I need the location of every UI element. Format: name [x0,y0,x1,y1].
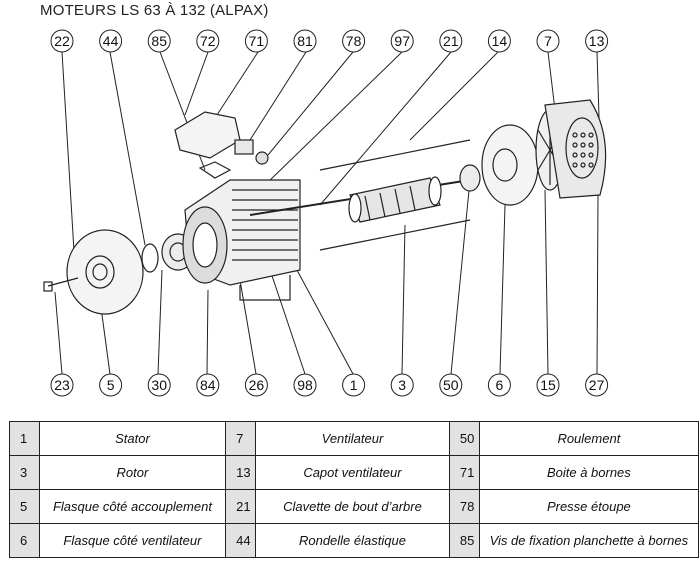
legend-part-number: 13 [225,455,257,490]
callout-circle [50,29,74,53]
callout-number: 6 [496,377,504,393]
callout-circle [99,29,123,53]
callout-circle [585,29,609,53]
callout-circle [390,29,414,53]
legend-part-label: Presse étoupe [478,489,699,524]
callout-number: 13 [589,33,605,49]
callout-circle [390,373,414,397]
legend-part-number: 3 [9,455,40,490]
callout-number: 7 [544,33,552,49]
rotor-shape [249,176,471,223]
callout-number: 23 [54,377,70,393]
legend-part-label: Rondelle élastique [255,523,450,558]
callout-number: 1 [350,377,358,393]
callout-circle [487,373,511,397]
tie-rod-lower [319,219,471,251]
legend-part-number: 7 [225,421,257,456]
callout-number: 30 [151,377,167,393]
callout-circle [536,373,560,397]
legend-part-label: Ventilateur [255,421,450,456]
legend-part-number: 50 [448,421,480,456]
legend-part-number: 85 [448,523,480,558]
callout-number: 72 [200,33,216,49]
callout-circle [342,373,366,397]
callout-number: 50 [443,377,459,393]
legend-part-label: Boite à bornes [478,455,699,490]
rear-bearing-shape [459,164,481,192]
tie-rod-upper [319,139,471,171]
callout-circle [147,29,171,53]
callout-circle [536,29,560,53]
callout-number: 22 [54,33,70,49]
callout-number: 27 [589,377,605,393]
callout-number: 98 [297,377,313,393]
legend-part-number: 78 [448,489,480,524]
callout-number: 97 [394,33,410,49]
callout-circle [293,29,317,53]
rear-flange-shape [481,124,539,206]
legend-part-number: 1 [9,421,40,456]
callout-circle [196,373,220,397]
legend-part-label: Clavette de bout d’arbre [255,489,450,524]
callout-circle [439,373,463,397]
callout-circle [147,373,171,397]
callout-circle [99,373,123,397]
legend-part-label: Roulement [478,421,699,456]
legend-part-label: Vis de fixation planchette à bornes [478,523,699,558]
callout-circle [50,373,74,397]
callout-number: 81 [297,33,313,49]
terminal-box-shape [174,111,269,179]
legend-part-label: Stator [38,421,227,456]
callout-circle [244,373,268,397]
callout-number: 84 [200,377,216,393]
callout-circle [293,373,317,397]
callout-number: 44 [103,33,119,49]
diagram-title: MOTEURS LS 63 À 132 (ALPAX) [40,2,269,19]
callout-number: 3 [398,377,406,393]
legend-part-label: Flasque côté accouplement [38,489,227,524]
callout-number: 85 [151,33,167,49]
callout-number: 78 [346,33,362,49]
callout-circle [585,373,609,397]
callout-circle [196,29,220,53]
legend-part-number: 6 [9,523,40,558]
callout-number: 26 [249,377,265,393]
stator-shape [182,179,301,301]
legend-part-number: 5 [9,489,40,524]
callout-number: 5 [107,377,115,393]
legend-part-number: 71 [448,455,480,490]
callout-number: 21 [443,33,459,49]
callouts-bottom: 23 5 30 84 26 98 1 3 50 6 15 27 [50,373,609,397]
legend-part-number: 21 [225,489,257,524]
fan-cover-shape [544,99,607,199]
callouts-top: 22 44 85 72 71 81 78 97 21 14 7 13 [50,29,609,53]
callout-circle [342,29,366,53]
callout-circle [487,29,511,53]
callout-circle [244,29,268,53]
leader-lines [54,51,601,375]
legend-part-label: Flasque côté ventilateur [38,523,227,558]
callout-number: 71 [249,33,265,49]
callout-number: 14 [492,33,508,49]
legend-part-number: 44 [225,523,257,558]
callout-circle [439,29,463,53]
callout-number: 15 [540,377,556,393]
legend-part-label: Capot ventilateur [255,455,450,490]
legend-part-label: Rotor [38,455,227,490]
front-flange-shape [43,229,144,315]
